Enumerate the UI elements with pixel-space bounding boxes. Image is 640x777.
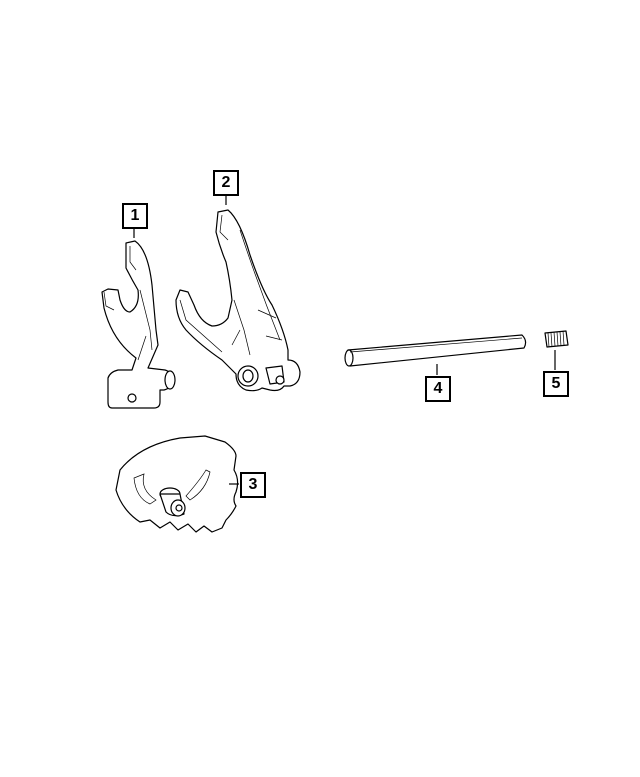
part-5-spring[interactable] <box>544 330 569 348</box>
part-4-shift-rail[interactable] <box>344 334 527 367</box>
callout-4[interactable]: 4 <box>425 376 451 402</box>
part-2-shift-fork[interactable] <box>175 209 301 392</box>
callout-3[interactable]: 3 <box>240 472 266 498</box>
callout-1[interactable]: 1 <box>122 203 148 229</box>
part-1-shift-fork[interactable] <box>101 240 176 409</box>
callout-2[interactable]: 2 <box>213 170 239 196</box>
callout-5[interactable]: 5 <box>543 371 569 397</box>
part-3-sector-plate[interactable] <box>115 435 239 533</box>
